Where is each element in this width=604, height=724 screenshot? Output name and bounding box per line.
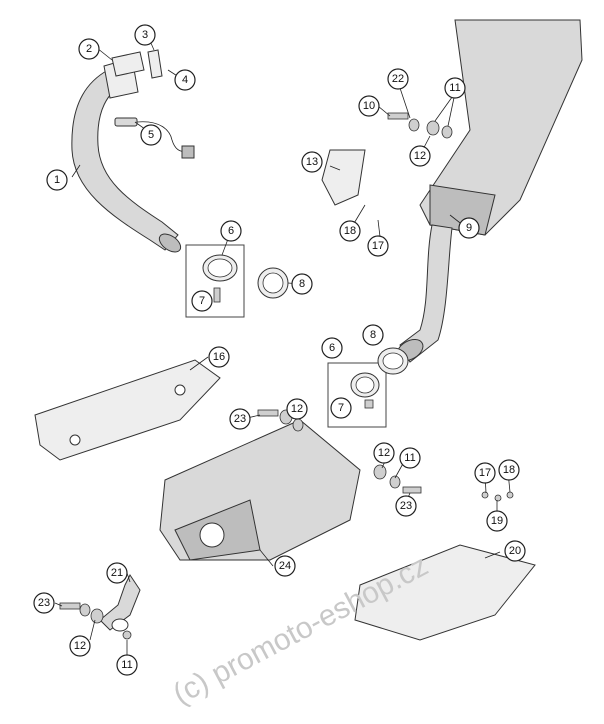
svg-text:24: 24 [279,560,291,572]
heat-shield-lower [354,544,536,641]
callout-5[interactable]: 5 [140,124,162,146]
callout-21[interactable]: 21 [106,562,128,584]
svg-text:12: 12 [378,447,390,459]
pre-silencer [159,419,361,561]
svg-text:23: 23 [234,413,246,425]
svg-text:22: 22 [392,73,404,85]
svg-text:9: 9 [466,222,472,234]
svg-text:7: 7 [338,402,344,414]
callout-12-upper[interactable]: 12 [409,145,431,167]
link-pipe [396,224,453,363]
svg-text:12: 12 [291,403,303,415]
flange-gasket [147,49,163,79]
heat-shield-upper [34,359,221,461]
bracket [99,574,141,632]
callout-10[interactable]: 10 [358,95,380,117]
callout-16[interactable]: 16 [208,346,230,368]
heat-shield-small [321,149,366,206]
callout-3[interactable]: 3 [134,24,156,46]
svg-text:18: 18 [503,464,515,476]
svg-text:17: 17 [479,467,491,479]
svg-text:19: 19 [491,515,503,527]
svg-text:6: 6 [228,225,234,237]
svg-text:7: 7 [199,295,205,307]
callout-19[interactable]: 19 [486,510,508,532]
callout-2[interactable]: 2 [78,38,100,60]
callout-6-upper[interactable]: 6 [220,220,242,242]
callout-4[interactable]: 4 [174,69,196,91]
svg-text:8: 8 [299,278,305,290]
lambda-sensor [114,117,195,159]
svg-text:23: 23 [38,597,50,609]
svg-text:4: 4 [182,74,188,86]
svg-text:16: 16 [213,351,225,363]
callout-8-lower[interactable]: 8 [362,324,384,346]
svg-text:3: 3 [142,29,148,41]
callout-24[interactable]: 24 [274,555,296,577]
callout-23-lower[interactable]: 23 [33,592,55,614]
svg-text:18: 18 [344,225,356,237]
callout-18-upper[interactable]: 18 [339,220,361,242]
muffler [419,19,583,236]
callout-7-lower[interactable]: 7 [330,397,352,419]
svg-text:17: 17 [372,240,384,252]
callout-9[interactable]: 9 [458,217,480,239]
clamp-box-upper [185,244,245,318]
callout-12-lower[interactable]: 12 [69,635,91,657]
callout-23-mid[interactable]: 23 [395,495,417,517]
clamp-box-lower [327,362,387,428]
svg-text:12: 12 [74,640,86,652]
svg-text:13: 13 [306,156,318,168]
svg-text:10: 10 [363,100,375,112]
callout-11-mid[interactable]: 11 [399,447,421,469]
callout-18-lower[interactable]: 18 [498,459,520,481]
callout-17-lower[interactable]: 17 [474,462,496,484]
callout-13[interactable]: 13 [301,151,323,173]
svg-text:2: 2 [86,43,92,55]
callout-22[interactable]: 22 [387,68,409,90]
callout-17-upper[interactable]: 17 [367,235,389,257]
callout-12-right[interactable]: 12 [373,442,395,464]
svg-text:12: 12 [414,150,426,162]
svg-text:8: 8 [370,329,376,341]
callout-20[interactable]: 20 [504,540,526,562]
callout-12-mid[interactable]: 12 [286,398,308,420]
header-pipe [71,57,182,253]
callout-8-upper[interactable]: 8 [291,273,313,295]
callout-1[interactable]: 1 [46,169,68,191]
svg-text:21: 21 [111,567,123,579]
callout-11-lower[interactable]: 11 [116,654,138,676]
callout-11-upper[interactable]: 11 [444,77,466,99]
callout-23-upper[interactable]: 23 [229,408,251,430]
hardware [59,112,514,640]
seal-ring-lower [377,347,409,375]
svg-text:1: 1 [54,174,60,186]
svg-text:23: 23 [400,500,412,512]
callout-7-upper[interactable]: 7 [191,290,213,312]
svg-text:11: 11 [404,452,415,464]
svg-text:5: 5 [148,129,154,141]
callout-6-lower[interactable]: 6 [321,337,343,359]
seal-ring-upper [257,267,289,299]
svg-text:11: 11 [449,82,460,94]
svg-text:20: 20 [509,545,521,557]
svg-text:6: 6 [329,342,335,354]
svg-text:11: 11 [121,659,132,671]
flange-plate [111,51,145,77]
